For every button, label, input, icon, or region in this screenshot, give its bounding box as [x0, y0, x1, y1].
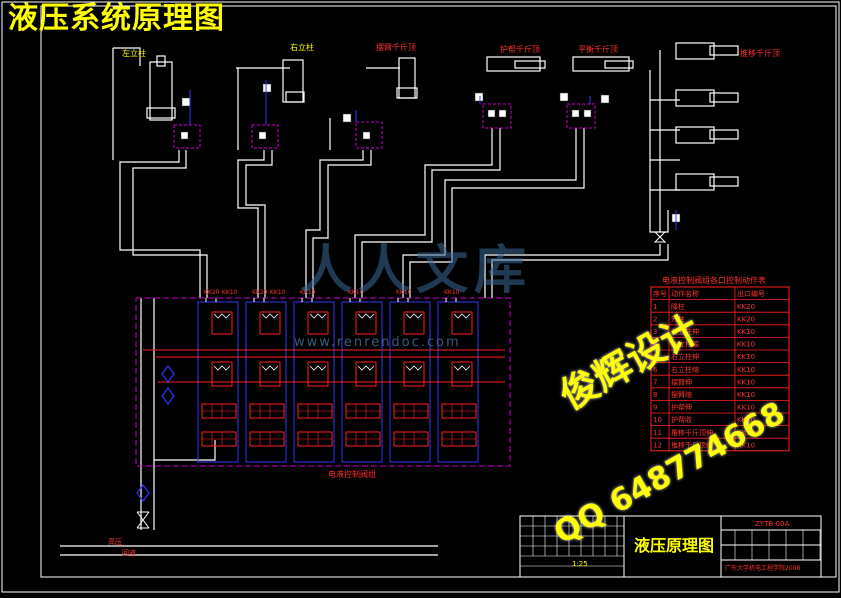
table-cell: 升柱 [671, 314, 685, 323]
table-header-cell: 序号 [653, 289, 667, 298]
label-high-pressure: 高压 [108, 537, 122, 546]
label-push-cylinder: 推移千斤顶 [740, 48, 780, 58]
table-cell: 左立柱缩 [671, 340, 699, 349]
table-cell: KK10 [737, 416, 755, 424]
valve-port-label: KK10 [444, 289, 460, 296]
table-cell: 护帮收 [671, 415, 692, 424]
page-title: 液压系统原理图 [8, 1, 225, 36]
valve-stack: KK10 [341, 289, 383, 463]
table-header-cell: 动作名称 [671, 289, 699, 298]
drawing-number: ZYTB-00A [755, 520, 790, 528]
table-title: 电液控制阀组各口控制动作表 [662, 275, 766, 285]
valve-stack: KK10 [293, 289, 335, 463]
cylinders [146, 42, 739, 191]
table-cell: 左立柱伸 [671, 327, 699, 336]
table-cell: 11 [653, 429, 662, 437]
table-cell: 右立柱缩 [671, 365, 699, 374]
pipe-network [60, 47, 680, 556]
table-cell: 右立柱伸 [671, 352, 699, 361]
valve-port-label: KK20 [252, 289, 268, 296]
label-return: 回液 [122, 548, 136, 557]
table-cell: 护帮伸 [671, 403, 692, 412]
table-cell: KK20 [737, 303, 755, 311]
label-balance-cylinder: 平衡千斤顶 [578, 44, 618, 54]
table-cell: 推移千斤顶缩 [671, 440, 713, 449]
valve-port-label: KK10 [348, 289, 364, 296]
title-block-grid [520, 516, 821, 567]
table-cell: KK10 [737, 391, 755, 399]
table-cell: KK10 [737, 341, 755, 349]
inlet-filters [136, 365, 175, 502]
table-cell: 7 [653, 378, 657, 386]
title-block-name: 液压原理图 [633, 536, 714, 555]
table-cell: 摆臂伸 [671, 377, 692, 386]
valve-port-label: KK10 [396, 289, 412, 296]
table-cell: 降柱 [671, 302, 685, 311]
table-cell: 10 [653, 416, 662, 424]
table-cell: KK20 [737, 315, 755, 323]
protect-cylinder-body [486, 56, 541, 72]
watermark-logo: 人人文库 [300, 240, 533, 301]
valve-group-frame [135, 297, 511, 467]
valve-port-label: KK10 [270, 289, 286, 296]
table-cell: 6 [653, 366, 658, 374]
table-cell: 2 [653, 315, 657, 323]
table-cell: KK10 [737, 366, 755, 374]
label-right-cylinder: 右立柱 [290, 42, 314, 52]
table-cell: KK10 [737, 429, 755, 437]
table-cell: 8 [653, 391, 657, 399]
label-protect-cylinder: 护帮千斤顶 [500, 44, 540, 54]
push-cylinder-bank [675, 42, 739, 191]
table-cell: 9 [653, 404, 657, 412]
valve-port-label: KK20 [204, 289, 220, 296]
school-label: 广东大学机电工程学院2008 [725, 564, 800, 572]
inner-frame [40, 5, 837, 578]
table-cell: 1 [653, 303, 657, 311]
table-cell: 摆臂缩 [671, 390, 692, 399]
table-cell: KK10 [737, 441, 755, 449]
label-swing-cylinder: 摆臂千斤顶 [376, 42, 416, 52]
action-table: 序号动作名称 出口编号 1 降柱 KK20 2 升柱 KK20 3 左立柱伸 KK10 4 左立柱缩 KK… [650, 286, 790, 452]
cylinder-valve-blocks [173, 103, 596, 149]
table-cell: 3 [653, 328, 657, 336]
table-cell: KK10 [737, 328, 755, 336]
table-cell: KK10 [737, 353, 755, 361]
valve-port-label: KK10 [300, 289, 316, 296]
label-left-cylinder: 左立柱 [122, 48, 146, 58]
table-header-cell: 出口编号 [737, 289, 765, 298]
watermark-site: www.renrendoc.com [294, 335, 461, 350]
table-cell: KK10 [737, 378, 755, 386]
left-cylinder-body [149, 61, 173, 121]
table-cell: 推移千斤顶伸 [671, 428, 713, 437]
swing-cylinder-body [398, 57, 416, 99]
push-check-valve [653, 231, 667, 243]
table-cell: 12 [653, 441, 662, 449]
table-cell: 5 [653, 353, 657, 361]
balance-cylinder-body [572, 56, 630, 72]
valve-stack: KK20 [245, 289, 287, 463]
scale-label: 1:25 [572, 560, 588, 568]
valve-stack: KK10 [437, 289, 479, 463]
valve-stack: KK20 [197, 289, 239, 463]
table-cell: KK10 [737, 404, 755, 412]
valve-stack: KK10 [389, 289, 431, 463]
valve-port-label: KK10 [222, 289, 238, 296]
table-cell: 4 [653, 341, 658, 349]
label-valve-group: 电液控制阀组 [328, 469, 376, 479]
title-block [519, 515, 822, 578]
